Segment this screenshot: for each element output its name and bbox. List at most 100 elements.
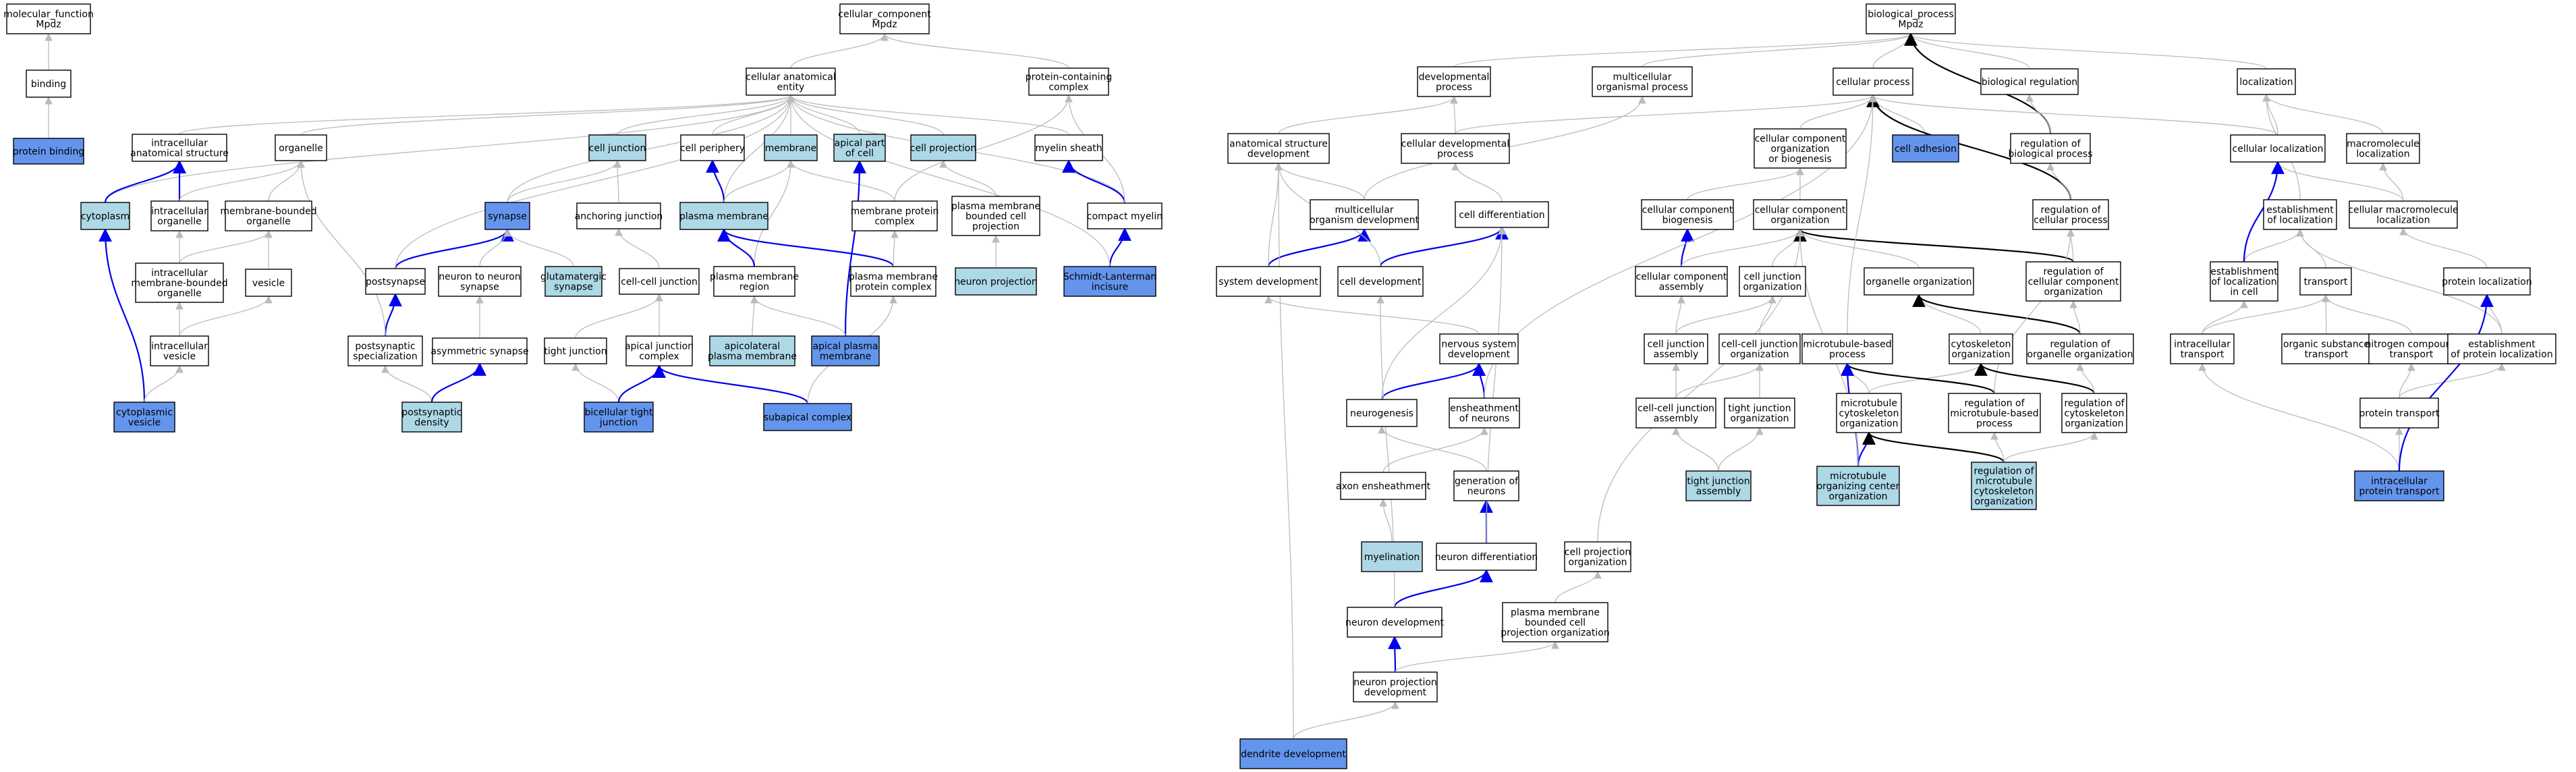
- term-box[interactable]: [1347, 607, 1443, 638]
- term-box[interactable]: [132, 134, 227, 162]
- term-box[interactable]: [1028, 67, 1109, 96]
- go-term-myelination[interactable]: myelination: [1361, 541, 1423, 572]
- term-box[interactable]: [1685, 470, 1752, 501]
- term-box[interactable]: [1439, 333, 1519, 364]
- term-box[interactable]: [438, 266, 522, 297]
- go-term-plasmamem[interactable]: plasma membrane: [679, 202, 768, 230]
- term-box[interactable]: [1864, 267, 1974, 296]
- term-box[interactable]: [2026, 333, 2134, 364]
- term-box[interactable]: [2061, 393, 2127, 433]
- term-box[interactable]: [2237, 68, 2296, 95]
- term-box[interactable]: [839, 3, 930, 34]
- term-box[interactable]: [135, 263, 224, 303]
- term-box[interactable]: [225, 200, 312, 231]
- go-term-celladh[interactable]: cell adhesion: [1892, 134, 1959, 163]
- term-box[interactable]: [113, 402, 175, 433]
- term-box[interactable]: [2368, 333, 2455, 364]
- go-term-tightjunc[interactable]: tight junction: [544, 337, 607, 364]
- term-box[interactable]: [2230, 134, 2326, 163]
- term-box[interactable]: [746, 67, 836, 96]
- term-box[interactable]: [955, 267, 1037, 296]
- go-term-subapical[interactable]: subapical complex: [763, 403, 852, 431]
- term-box[interactable]: [1801, 333, 1893, 364]
- term-box[interactable]: [850, 266, 936, 297]
- go-term-neuronproj[interactable]: neuron projection: [954, 267, 1038, 296]
- term-box[interactable]: [1948, 393, 2041, 433]
- term-box[interactable]: [2359, 397, 2439, 429]
- term-box[interactable]: [432, 337, 528, 364]
- term-box[interactable]: [1753, 199, 1847, 230]
- go-term-cellproj[interactable]: cell projection: [910, 134, 976, 161]
- go-term-prottransport[interactable]: protein transport: [2359, 397, 2440, 429]
- term-box[interactable]: [1832, 67, 1913, 96]
- term-box[interactable]: [764, 134, 818, 161]
- go-term-cytoplasm[interactable]: cytoplasm: [80, 202, 130, 230]
- term-box[interactable]: [851, 200, 938, 231]
- term-box[interactable]: [811, 335, 880, 366]
- go-term-axonensh[interactable]: axon ensheathment: [1336, 472, 1431, 500]
- term-box[interactable]: [1718, 333, 1801, 364]
- go-term-anchjunc[interactable]: anchoring junction: [575, 202, 663, 229]
- go-term-synapse[interactable]: synapse: [484, 202, 530, 230]
- term-box[interactable]: [588, 134, 646, 161]
- term-box[interactable]: [833, 134, 886, 162]
- go-term-vesicle[interactable]: vesicle: [245, 269, 292, 297]
- term-box[interactable]: [365, 268, 426, 295]
- term-box[interactable]: [1641, 199, 1734, 230]
- term-box[interactable]: [544, 337, 607, 364]
- term-box[interactable]: [1892, 134, 1959, 163]
- go-term-sysdev[interactable]: system development: [1216, 266, 1321, 297]
- term-box[interactable]: [679, 202, 768, 230]
- term-box[interactable]: [1337, 266, 1424, 297]
- go-term-ccjunc[interactable]: cell-cell junction: [619, 268, 700, 295]
- go-term-transport[interactable]: transport: [2299, 267, 2352, 296]
- term-box[interactable]: [2281, 333, 2372, 364]
- go-term-organelle[interactable]: organelle: [275, 134, 327, 161]
- go-term-cellproc[interactable]: cellular process: [1832, 67, 1913, 96]
- go-term-dendritedev[interactable]: dendrite development: [1239, 738, 1347, 769]
- term-box[interactable]: [1949, 333, 2013, 364]
- term-box[interactable]: [2354, 470, 2444, 501]
- term-box[interactable]: [763, 403, 852, 431]
- term-box[interactable]: [709, 335, 795, 366]
- term-box[interactable]: [150, 335, 209, 366]
- go-term-bioreg[interactable]: biological regulation: [1980, 68, 2079, 95]
- go-term-postsynapse[interactable]: postsynapse: [365, 268, 426, 295]
- term-box[interactable]: [401, 402, 462, 433]
- term-box[interactable]: [1449, 397, 1520, 429]
- term-box[interactable]: [1353, 671, 1438, 702]
- go-term-celldev[interactable]: cell development: [1337, 266, 1424, 297]
